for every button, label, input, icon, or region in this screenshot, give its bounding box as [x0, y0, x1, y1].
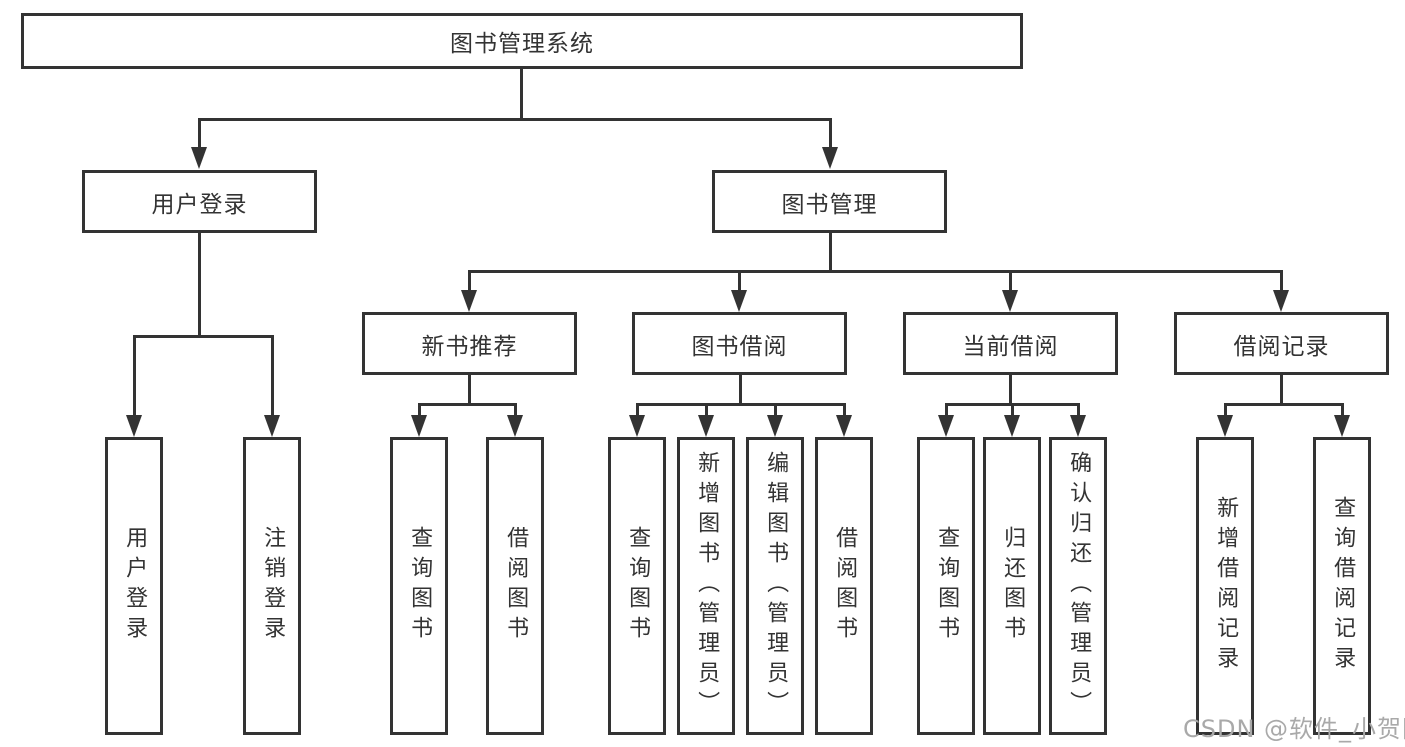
arrow-down-icon: [1334, 415, 1350, 437]
arrow-down-icon: [767, 415, 783, 437]
leaf-add-borrow-record: 新增借阅记录: [1196, 437, 1254, 735]
node-label: 借阅图书: [503, 526, 529, 646]
edge-line: [739, 375, 742, 405]
leaf-return-book: 归还图书: [983, 437, 1041, 735]
node-label: 图书管理系统: [450, 31, 594, 57]
edge-line: [1280, 375, 1283, 405]
node-label: 借阅记录: [1233, 333, 1330, 360]
edge-line: [468, 375, 471, 405]
leaf-query-books-borrowing: 查询图书: [608, 437, 666, 735]
leaf-query-books-current: 查询图书: [917, 437, 975, 735]
csdn-watermark: CSDN @软件_小贺同学: [1183, 715, 1405, 743]
node-label: 图书管理: [781, 191, 878, 218]
arrow-down-icon: [731, 290, 747, 312]
node-label: 查询图书: [934, 526, 960, 646]
edge-line: [1009, 270, 1012, 292]
leaf-borrow-books-borrowing: 借阅图书: [815, 437, 873, 735]
leaf-logout: 注销登录: [243, 437, 301, 735]
arrow-down-icon: [191, 147, 207, 169]
edge-line: [829, 233, 832, 272]
edge-line: [829, 118, 832, 150]
arrow-down-icon: [507, 415, 523, 437]
leaf-query-books-recommend: 查询图书: [390, 437, 448, 735]
edge-line: [636, 403, 639, 417]
leaf-user-login: 用户登录: [105, 437, 163, 735]
arrow-down-icon: [126, 415, 142, 437]
edge-line: [945, 403, 948, 417]
arrow-down-icon: [1004, 415, 1020, 437]
edge-line: [514, 403, 517, 417]
edge-line: [1009, 375, 1012, 405]
edge-line: [843, 403, 846, 417]
arrow-down-icon: [938, 415, 954, 437]
leaf-query-borrow-record: 查询借阅记录: [1313, 437, 1371, 735]
edge-line: [636, 403, 846, 406]
node-label: 查询图书: [407, 526, 433, 646]
arrow-down-icon: [411, 415, 427, 437]
node-label: 查询借阅记录: [1330, 496, 1356, 676]
node-label: 新增图书（管理员）: [694, 451, 720, 721]
arrow-down-icon: [461, 290, 477, 312]
arrow-down-icon: [1217, 415, 1233, 437]
leaf-edit-book-admin: 编辑图书（管理员）: [746, 437, 804, 735]
edge-line: [418, 403, 421, 417]
edge-line: [774, 403, 777, 417]
node-label: 查询图书: [625, 526, 651, 646]
node-book-management: 图书管理: [712, 170, 947, 233]
edge-line: [1280, 270, 1283, 292]
edge-line: [198, 118, 201, 150]
arrow-down-icon: [629, 415, 645, 437]
node-borrowing-records: 借阅记录: [1174, 312, 1389, 375]
edge-line: [1341, 403, 1344, 417]
node-user-login: 用户登录: [82, 170, 317, 233]
node-book-borrowing: 图书借阅: [632, 312, 847, 375]
edge-line: [1224, 403, 1227, 417]
node-label: 编辑图书（管理员）: [763, 451, 789, 721]
node-label: 当前借阅: [962, 333, 1059, 360]
leaf-borrow-books-recommend: 借阅图书: [486, 437, 544, 735]
edge-line: [1011, 403, 1014, 417]
edge-line: [271, 335, 274, 417]
arrow-down-icon: [836, 415, 852, 437]
edge-line: [198, 118, 832, 121]
edge-line: [705, 403, 708, 417]
edge-line: [468, 270, 471, 292]
node-label: 图书借阅: [691, 333, 788, 360]
edge-line: [133, 335, 274, 338]
leaf-add-book-admin: 新增图书（管理员）: [677, 437, 735, 735]
arrow-down-icon: [1273, 290, 1289, 312]
edge-line: [133, 335, 136, 417]
node-new-book-recommend: 新书推荐: [362, 312, 577, 375]
edge-line: [468, 270, 1283, 273]
edge-line: [738, 270, 741, 292]
node-label: 新增借阅记录: [1213, 496, 1239, 676]
node-label: 归还图书: [1000, 526, 1026, 646]
edge-line: [418, 403, 517, 406]
edge-line: [198, 233, 201, 337]
node-label: 借阅图书: [832, 526, 858, 646]
edge-line: [520, 69, 523, 120]
arrow-down-icon: [1002, 290, 1018, 312]
arrow-down-icon: [822, 147, 838, 169]
node-current-borrowing: 当前借阅: [903, 312, 1118, 375]
edge-line: [1077, 403, 1080, 417]
node-label: 注销登录: [260, 526, 286, 646]
arrow-down-icon: [698, 415, 714, 437]
node-label: 新书推荐: [421, 333, 518, 360]
node-label: 用户登录: [122, 526, 148, 646]
leaf-confirm-return-admin: 确认归还（管理员）: [1049, 437, 1107, 735]
node-label: 用户登录: [151, 191, 248, 218]
node-library-system: 图书管理系统: [21, 13, 1023, 69]
arrow-down-icon: [264, 415, 280, 437]
edge-line: [1224, 403, 1344, 406]
node-label: 确认归还（管理员）: [1066, 451, 1092, 721]
arrow-down-icon: [1070, 415, 1086, 437]
